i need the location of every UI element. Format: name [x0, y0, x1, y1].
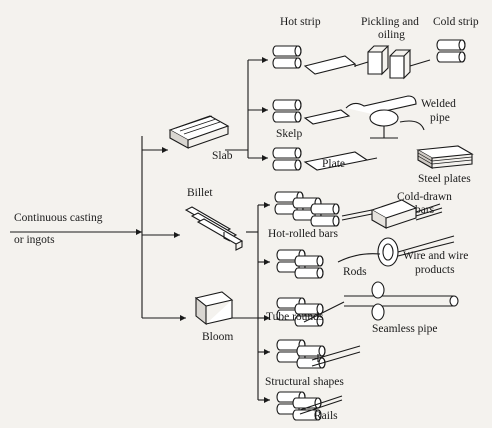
label-rails: Rails [314, 410, 338, 422]
label-pickling-1: Pickling and [361, 16, 419, 28]
label-pickling-2: oiling [378, 29, 405, 41]
label-wire-2: products [415, 264, 455, 276]
label-bloom: Bloom [202, 331, 233, 343]
label-cold-strip: Cold strip [433, 16, 479, 28]
steel-plates-stack [418, 146, 472, 168]
label-steel-plates: Steel plates [418, 173, 471, 185]
label-or-ingots: or ingots [14, 234, 55, 246]
label-welded-2: pipe [430, 112, 450, 124]
arrowheads [136, 57, 270, 403]
label-cold-drawn-2: bars [415, 204, 434, 216]
roll-stand-cold-strip [437, 40, 465, 62]
seamless-pipe [304, 282, 458, 322]
flow-lines [10, 60, 270, 400]
label-hot-strip: Hot strip [280, 16, 321, 28]
label-structural-shapes: Structural shapes [265, 376, 344, 388]
bloom-illustration [196, 292, 232, 324]
label-cold-drawn-1: Cold-drawn [397, 191, 452, 203]
roll-stand-hot-strip [273, 46, 301, 68]
label-slab: Slab [212, 150, 232, 162]
roll-stand-skelp [273, 100, 301, 122]
label-tube-rounds: Tube rounds [266, 311, 323, 323]
label-seamless-pipe: Seamless pipe [372, 323, 437, 335]
label-skelp: Skelp [276, 128, 302, 140]
label-plate: Plate [322, 158, 345, 170]
label-rods: Rods [343, 266, 367, 278]
label-hot-rolled-bars: Hot-rolled bars [268, 228, 338, 240]
billet-illustration [186, 207, 242, 250]
pickling-tanks [355, 46, 430, 78]
slab-illustration [170, 116, 228, 148]
label-continuous-casting: Continuous casting [14, 212, 103, 224]
label-welded-1: Welded [421, 98, 456, 110]
hot-strip-sheet [305, 56, 355, 74]
label-billet: Billet [187, 187, 213, 199]
label-wire-1: Wire and wire [403, 250, 468, 262]
roll-stand-plate [273, 148, 301, 170]
skelp-strip [305, 96, 424, 138]
